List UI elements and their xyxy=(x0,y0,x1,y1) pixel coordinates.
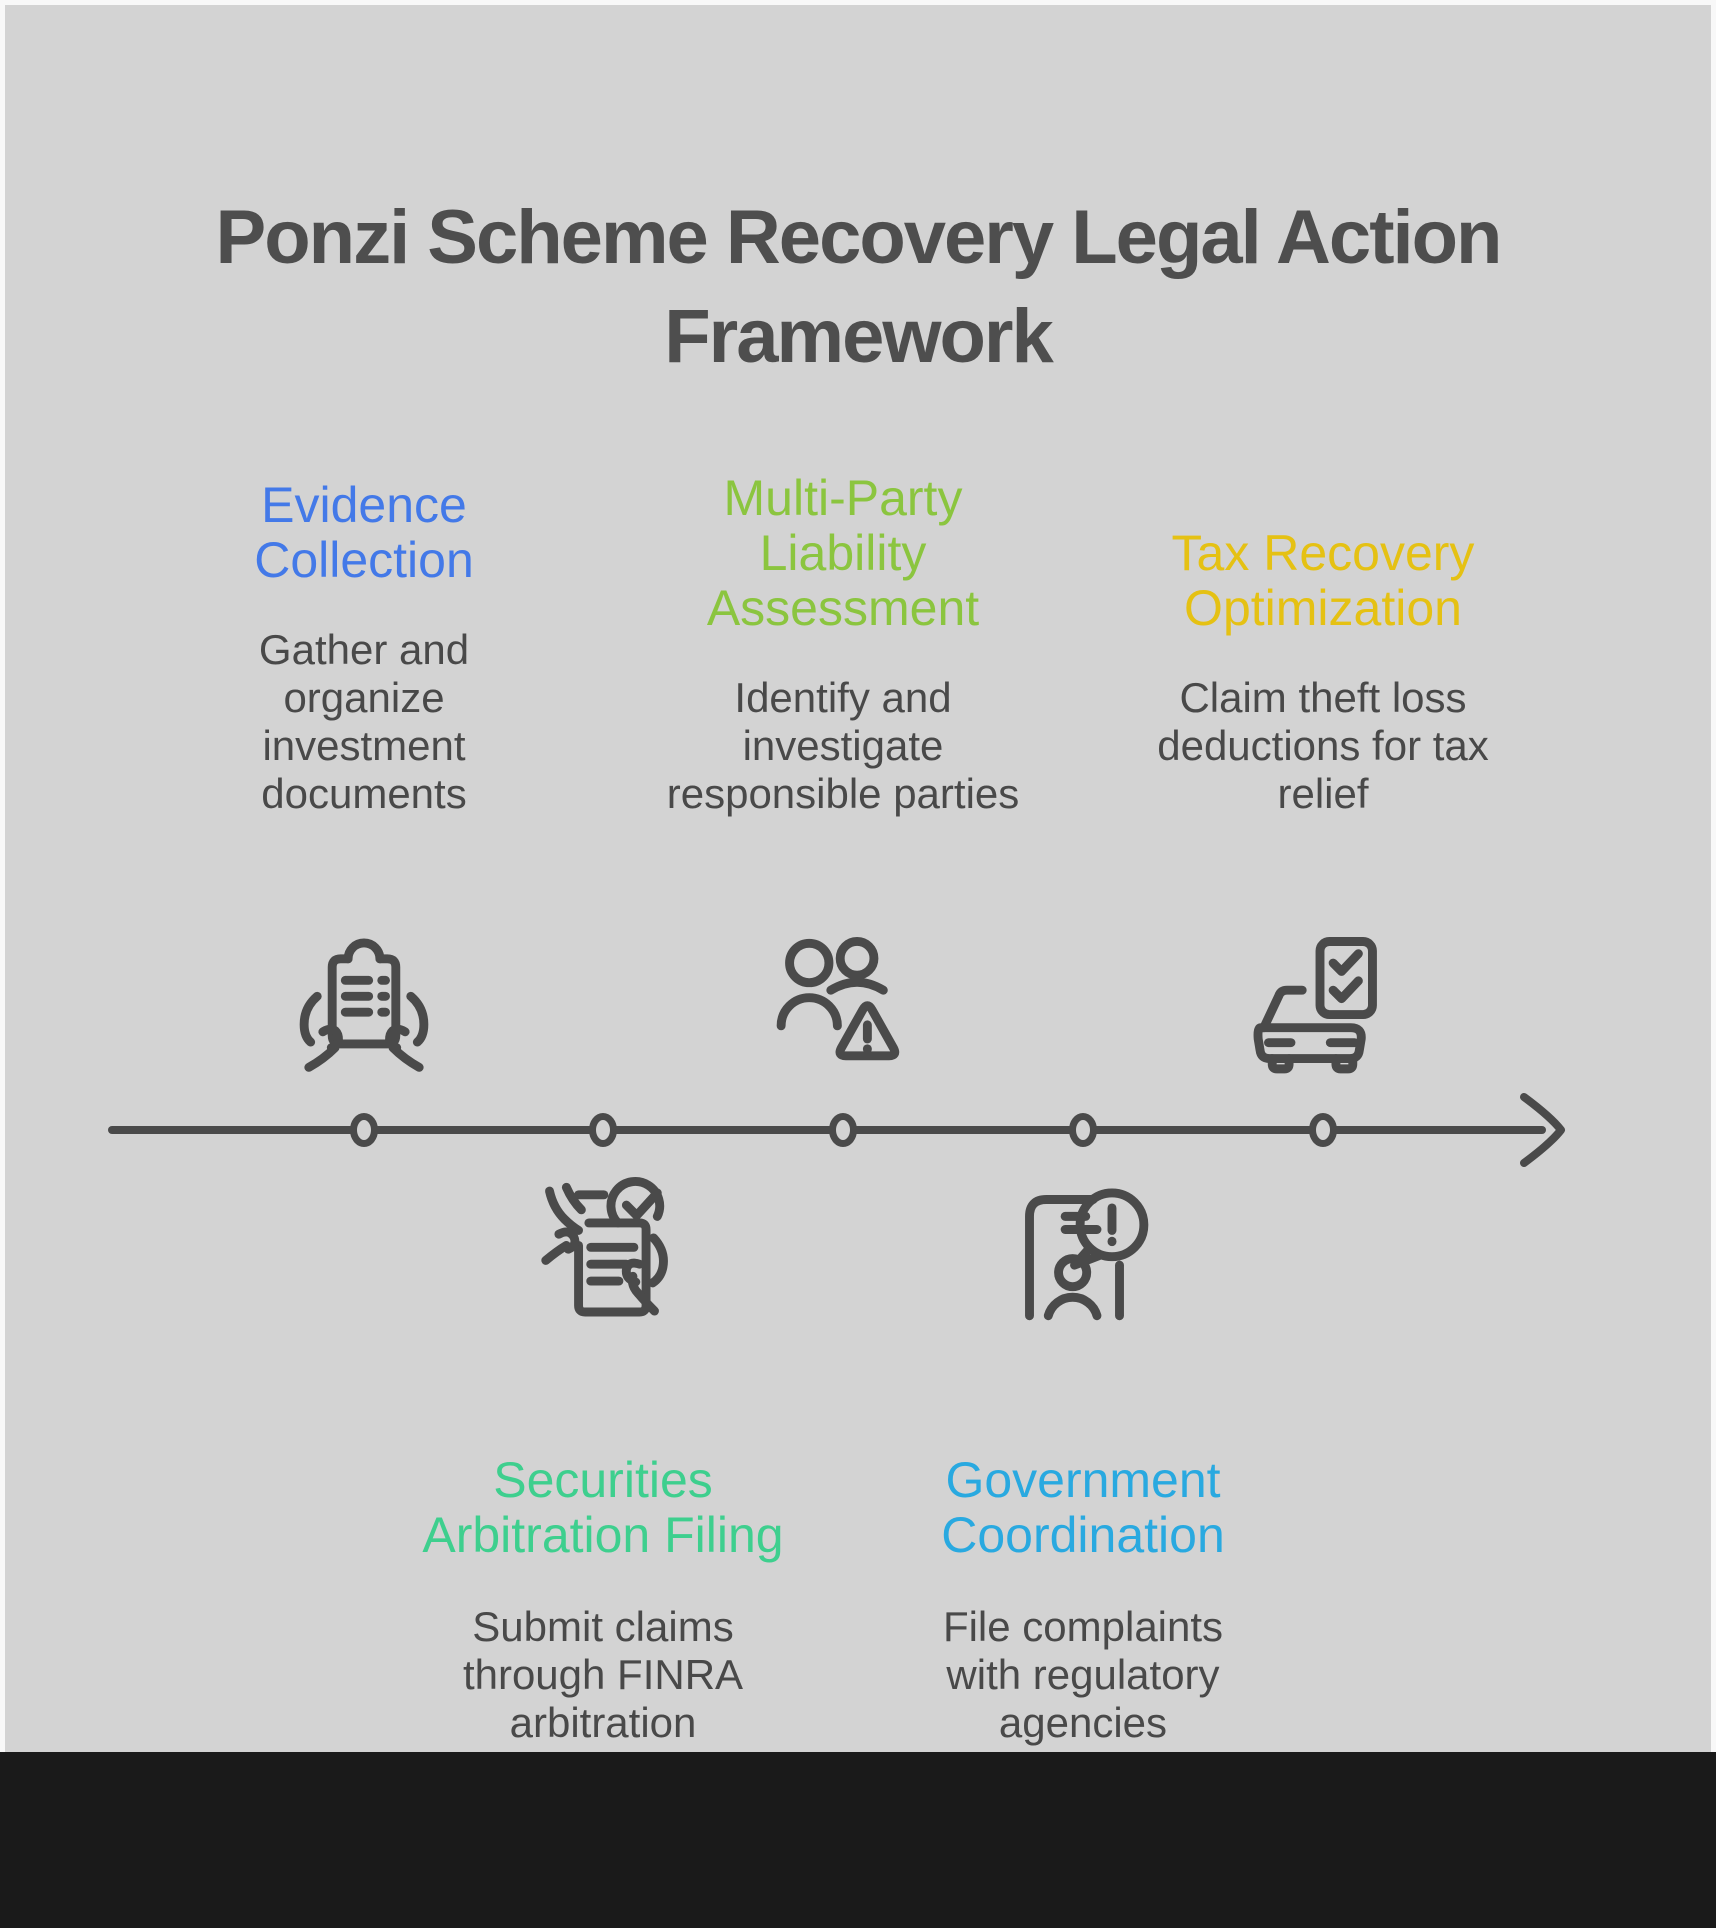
stage-title: Securities Arbitration Filing xyxy=(422,1452,784,1563)
stage-multi-party-liability: Multi-Party Liability Assessment Identif… xyxy=(643,370,1043,818)
person-alert-bubble-icon xyxy=(1025,1188,1149,1321)
page-title: Ponzi Scheme Recovery Legal Action Frame… xyxy=(215,195,1503,379)
footer-bar xyxy=(0,1752,1716,1928)
stage-title: Tax Recovery Optimization xyxy=(1171,525,1475,636)
stage-securities-arbitration: Securities Arbitration Filing Submit cla… xyxy=(393,1453,813,1747)
stage-title: Evidence Collection xyxy=(254,477,474,588)
car-checklist-icon xyxy=(1253,937,1377,1074)
background-panel xyxy=(5,5,1711,1752)
stage-description: Submit claims through FINRA arbitration xyxy=(462,1603,744,1746)
stage-description: Gather and organize investment documents xyxy=(258,626,470,817)
people-warning-icon xyxy=(776,936,900,1061)
stage-description: File complaints with regulatory agencies xyxy=(942,1603,1224,1746)
stage-description: Claim theft loss deductions for tax reli… xyxy=(1157,674,1489,817)
hands-clipboard-icon xyxy=(299,938,429,1072)
stage-government-coordination: Government Coordination File complaints … xyxy=(903,1453,1263,1747)
stage-title: Multi-Party Liability Assessment xyxy=(706,470,980,636)
stage-tax-recovery: Tax Recovery Optimization Claim theft lo… xyxy=(1133,370,1513,818)
stage-description: Identify and investigate responsible par… xyxy=(666,674,1020,817)
stage-title: Government Coordination xyxy=(941,1452,1225,1563)
timeline-axis xyxy=(108,1093,1565,1167)
document-check-hands-icon xyxy=(541,1177,668,1317)
stage-evidence-collection: Evidence Collection Gather and organize … xyxy=(224,370,504,818)
